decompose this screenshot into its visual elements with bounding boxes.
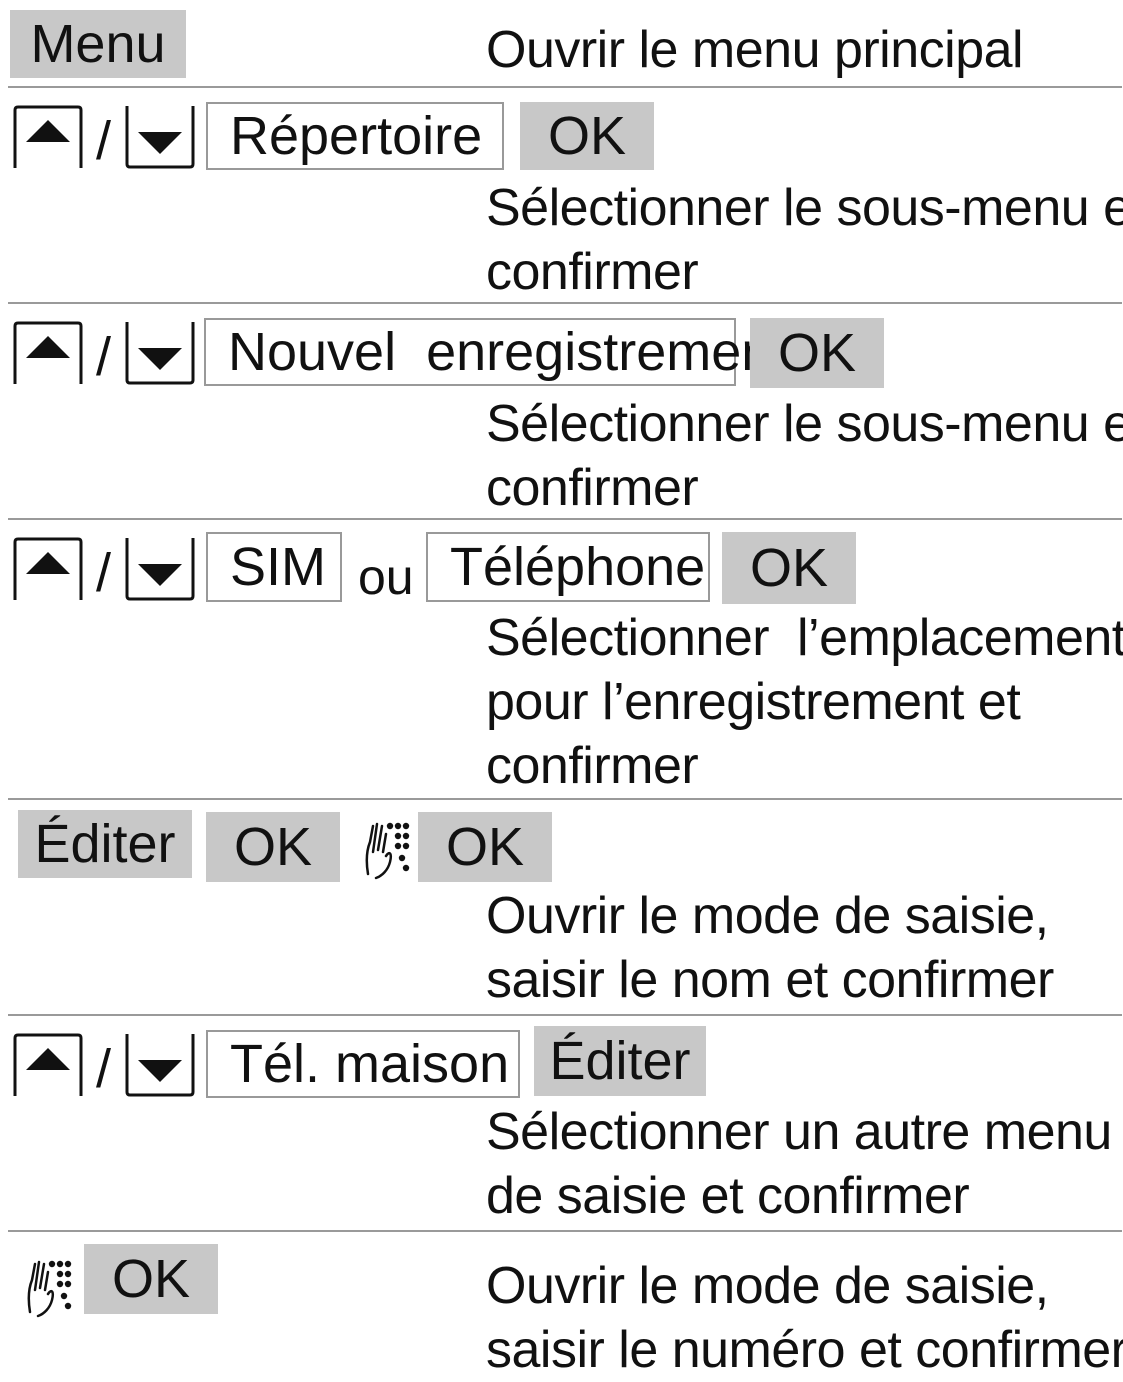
description-line: pour l’enregistrement et xyxy=(486,673,1021,731)
arrow-down-key-icon[interactable] xyxy=(124,104,196,170)
description-line: Sélectionner le sous-menu et xyxy=(486,395,1123,453)
step-row-1: Menu Ouvrir le menu principal xyxy=(8,0,1122,86)
description-line: Sélectionner un autre menu xyxy=(486,1103,1112,1161)
ok-softkey[interactable]: OK xyxy=(84,1244,218,1314)
arrow-up-key-icon[interactable] xyxy=(12,536,84,602)
step-row-2: / Répertoire OK Sélectionner le sous-men… xyxy=(8,86,1123,304)
ok-softkey[interactable]: OK xyxy=(418,812,552,882)
step-description: Ouvrir le mode de saisie, saisir le numé… xyxy=(486,1254,1123,1382)
description-line: Sélectionner le sous-menu et xyxy=(486,179,1123,237)
step-description: Sélectionner un autre menu de saisie et … xyxy=(486,1100,1112,1228)
step-row-5: Éditer OK OK Ouvrir le mode de saisie, s… xyxy=(8,798,1122,1016)
arrow-up-key-icon[interactable] xyxy=(12,104,84,170)
step-description: Sélectionner le sous-menu et confirmer xyxy=(486,176,1123,304)
description-line: Sélectionner l’emplacement xyxy=(486,609,1123,667)
ok-softkey[interactable]: OK xyxy=(520,102,654,170)
ok-softkey[interactable]: OK xyxy=(750,318,884,388)
description-line: saisir le numéro et confirmer xyxy=(486,1321,1123,1379)
arrow-down-key-icon[interactable] xyxy=(124,536,196,602)
arrow-up-key-icon[interactable] xyxy=(12,1032,84,1098)
description-line: Ouvrir le mode de saisie, xyxy=(486,887,1049,945)
menu-softkey[interactable]: Menu xyxy=(10,10,186,78)
description-line: saisir le nom et confirmer xyxy=(486,951,1054,1009)
arrow-up-key-icon[interactable] xyxy=(12,320,84,386)
description-line: confirmer xyxy=(486,737,699,795)
slash-separator: / xyxy=(96,327,112,387)
step-description: Ouvrir le mode de saisie, saisir le nom … xyxy=(486,884,1054,1012)
step-row-3: / Nouvel enregistrement OK Sélectionner … xyxy=(8,302,1123,520)
description-line: Ouvrir le menu principal xyxy=(486,21,1024,79)
arrow-down-key-icon[interactable] xyxy=(124,320,196,386)
step-description: Sélectionner le sous-menu et confirmer xyxy=(486,392,1123,520)
ok-softkey[interactable]: OK xyxy=(722,532,856,604)
step-row-6: / Tél. maison Éditer Sélectionner un aut… xyxy=(8,1014,1122,1232)
menu-item-telephone[interactable]: Téléphone xyxy=(426,532,710,602)
slash-separator: / xyxy=(96,111,112,171)
menu-item-sim[interactable]: SIM xyxy=(206,532,342,602)
menu-item-nouvel-enregistrement[interactable]: Nouvel enregistrement xyxy=(204,318,786,386)
description-line: confirmer xyxy=(486,243,699,301)
menu-item-tel-maison[interactable]: Tél. maison xyxy=(206,1030,520,1098)
menu-item-repertoire[interactable]: Répertoire xyxy=(206,102,504,170)
ok-softkey[interactable]: OK xyxy=(206,812,340,882)
step-description: Sélectionner l’emplacement pour l’enregi… xyxy=(486,606,1123,798)
description-line: de saisie et confirmer xyxy=(486,1167,970,1225)
edit-softkey[interactable]: Éditer xyxy=(534,1026,706,1096)
description-line: Ouvrir le mode de saisie, xyxy=(486,1257,1049,1315)
step-row-4: / SIM ou Téléphone OK Sélectionner l’emp… xyxy=(8,518,1123,800)
edit-softkey[interactable]: Éditer xyxy=(18,810,192,878)
slash-separator: / xyxy=(96,543,112,603)
step-row-7: OK Ouvrir le mode de saisie, saisir le n… xyxy=(8,1230,1123,1379)
slash-separator: / xyxy=(96,1039,112,1099)
keypad-hand-icon[interactable] xyxy=(22,1250,72,1320)
description-line: confirmer xyxy=(486,459,699,517)
step-description: Ouvrir le menu principal xyxy=(486,18,1024,82)
keypad-hand-icon[interactable] xyxy=(360,812,410,882)
or-label: ou xyxy=(358,549,414,605)
arrow-down-key-icon[interactable] xyxy=(124,1032,196,1098)
